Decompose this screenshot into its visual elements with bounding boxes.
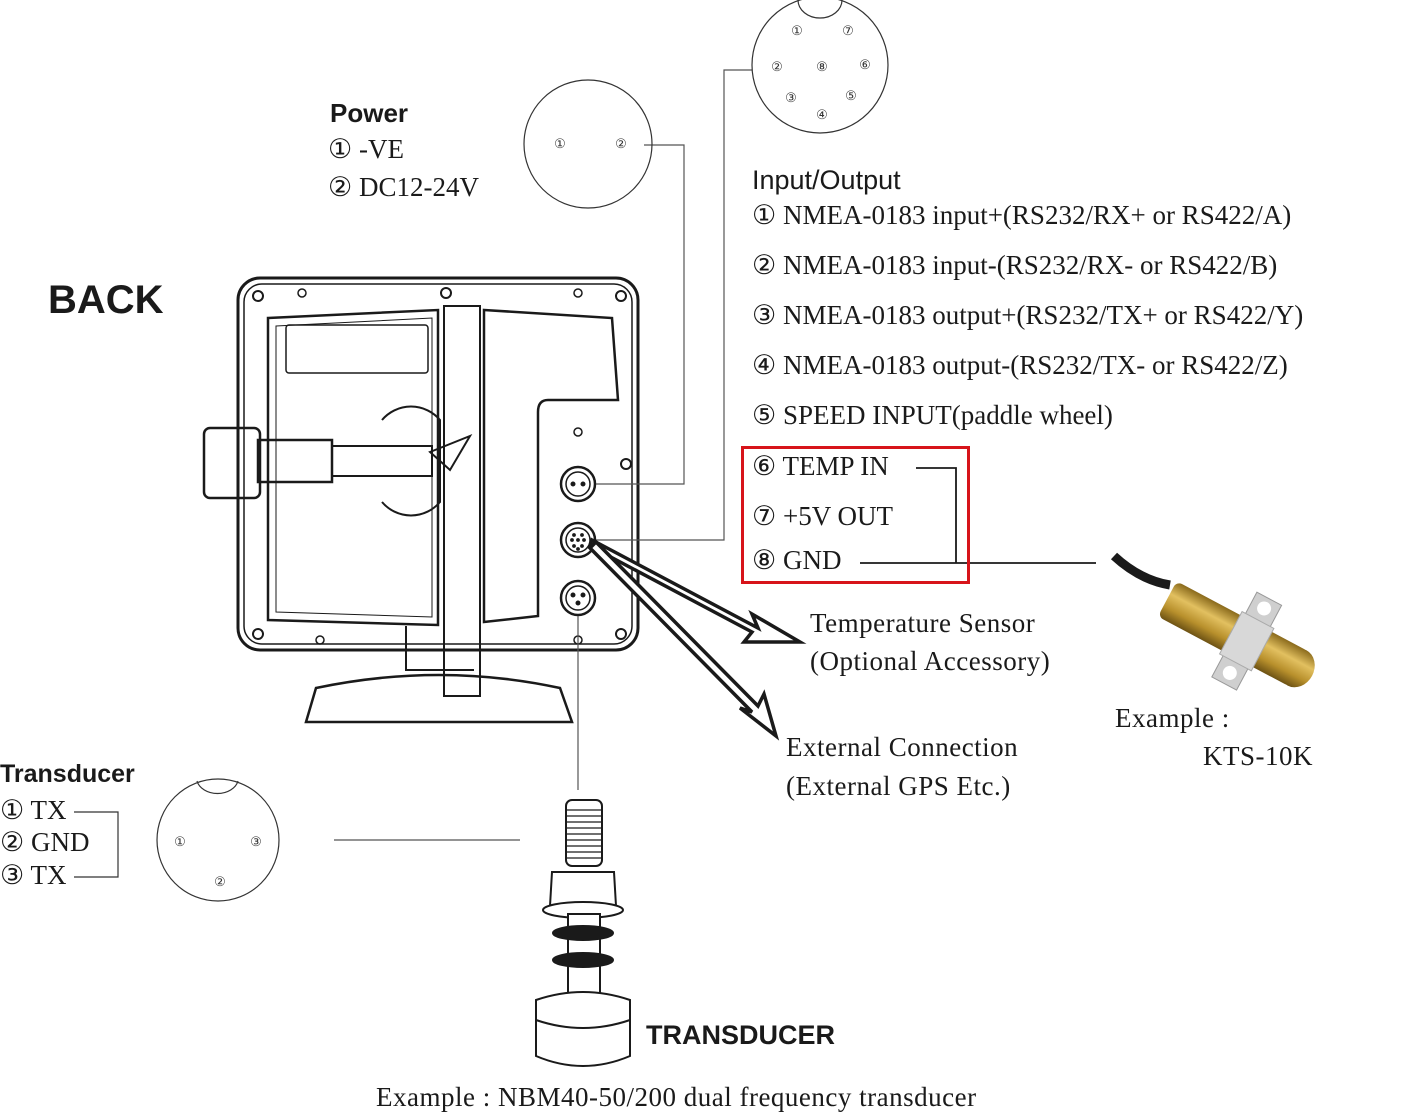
pin-number: ① <box>328 134 353 164</box>
leader-lines <box>334 69 752 841</box>
io-heading: Input/Output <box>752 165 901 195</box>
io-port <box>559 521 597 559</box>
pin-number: ② <box>0 827 25 857</box>
power-connector-pin-1: ① <box>554 136 566 151</box>
io-connector-pin-8: ⑧ <box>816 59 828 74</box>
thread-lines <box>566 809 602 859</box>
io-pin-4: ④ NMEA-0183 output-(RS232/TX- or RS422/Z… <box>752 350 1288 381</box>
pin-label: GND <box>30 827 90 857</box>
transducer-connector: ① ② ③ <box>156 778 280 902</box>
temp-sensor-callout-line2: (Optional Accessory) <box>810 646 1051 676</box>
temperature-sensor-image <box>1110 552 1315 691</box>
temp-pins-highlight-box <box>741 446 970 584</box>
io-connector-pin-5: ⑤ <box>845 88 857 103</box>
power-connector: ① ② <box>523 79 653 209</box>
pin-number: ② <box>328 172 353 202</box>
io-connector-pin-2: ② <box>771 59 783 74</box>
pin-label: +5V OUT <box>782 501 893 531</box>
pin-label: NMEA-0183 input-(RS232/RX- or RS422/B) <box>782 250 1278 280</box>
pin-number: ① <box>752 200 777 230</box>
temp-wiring <box>860 467 1096 564</box>
pin-number: ⑦ <box>752 501 777 531</box>
pin-number: ⑤ <box>752 400 777 430</box>
pin-number: ② <box>752 250 777 280</box>
transducer-connector-pin-3: ③ <box>250 834 262 849</box>
io-pin-5: ⑤ SPEED INPUT(paddle wheel) <box>752 400 1113 431</box>
device-back <box>202 276 640 724</box>
pin-label: NMEA-0183 output+(RS232/TX+ or RS422/Y) <box>782 300 1304 330</box>
io-pin-1: ① NMEA-0183 input+(RS232/RX+ or RS422/A) <box>752 200 1291 231</box>
io-connector: ① ② ③ ④ ⑤ ⑥ ⑦ ⑧ <box>751 0 889 134</box>
io-pin-2: ② NMEA-0183 input-(RS232/RX- or RS422/B) <box>752 250 1277 281</box>
callout-arrows <box>587 537 807 741</box>
pin-number: ③ <box>0 860 25 890</box>
transducer-connector-pin-2: ② <box>214 874 226 889</box>
io-pin-8: ⑧ GND <box>752 545 841 576</box>
pin-label: TX <box>30 795 67 825</box>
page-title: BACK <box>48 278 164 322</box>
sensor-example-model: KTS-10K <box>1203 741 1313 771</box>
io-pin-3: ③ NMEA-0183 output+(RS232/TX+ or RS422/Y… <box>752 300 1303 331</box>
power-heading: Power <box>330 98 409 128</box>
pin-number: ⑧ <box>752 545 777 575</box>
transducer-heading: Transducer <box>0 760 135 788</box>
transducer-pin-1: ① TX <box>0 795 66 826</box>
io-connector-pin-7: ⑦ <box>842 23 854 38</box>
tx-bracket <box>74 811 119 878</box>
pin-label: SPEED INPUT(paddle wheel) <box>782 400 1113 430</box>
pin-label: TEMP IN <box>782 451 889 481</box>
transducer-pin-2: ② GND <box>0 827 89 858</box>
pin-number: ④ <box>752 350 777 380</box>
temp-sensor-callout-line1: Temperature Sensor <box>810 608 1036 638</box>
power-pin-1: ① -VE <box>328 134 404 165</box>
transducer-connector-pin-1: ① <box>174 834 186 849</box>
power-pin-2: ② DC12-24V <box>328 172 479 203</box>
external-callout-line2: (External GPS Etc.) <box>786 771 1011 801</box>
io-connector-pin-1: ① <box>791 23 803 38</box>
pin-number: ① <box>0 795 25 825</box>
io-connector-pin-3: ③ <box>785 90 797 105</box>
power-port <box>559 465 597 503</box>
pin-label: DC12-24V <box>358 172 479 202</box>
io-pin-7: ⑦ +5V OUT <box>752 501 893 532</box>
transducer-pin-3: ③ TX <box>0 860 66 891</box>
pin-label: -VE <box>358 134 404 164</box>
sensor-example-label: Example : <box>1115 703 1230 733</box>
pin-label: GND <box>782 545 842 575</box>
pin-label: NMEA-0183 output-(RS232/TX- or RS422/Z) <box>782 350 1288 380</box>
transducer-example: Example : NBM40-50/200 dual frequency tr… <box>376 1082 977 1112</box>
io-connector-pin-4: ④ <box>816 107 828 122</box>
pin-label: TX <box>30 860 67 890</box>
pin-number: ③ <box>752 300 777 330</box>
transducer-label: TRANSDUCER <box>646 1020 835 1050</box>
io-connector-pin-6: ⑥ <box>859 57 871 72</box>
transducer-image <box>535 799 631 1067</box>
pin-label: NMEA-0183 input+(RS232/RX+ or RS422/A) <box>782 200 1292 230</box>
pin-number: ⑥ <box>752 451 777 481</box>
external-callout-line1: External Connection <box>786 732 1019 762</box>
io-pin-6: ⑥ TEMP IN <box>752 451 889 482</box>
power-connector-pin-2: ② <box>615 136 627 151</box>
transducer-port <box>559 579 597 617</box>
